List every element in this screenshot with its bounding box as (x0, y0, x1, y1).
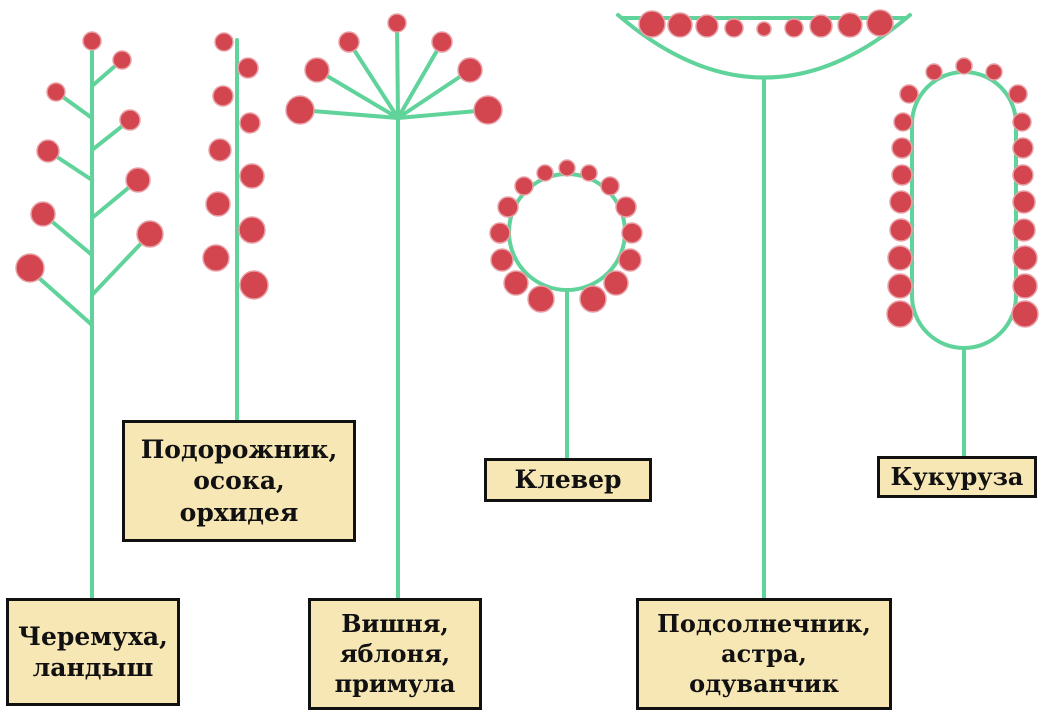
capitulum-inflorescence (616, 9, 912, 600)
umbel-label: Вишня, яблоня, примула (308, 598, 482, 710)
head-label: Клевер (484, 458, 652, 502)
spike-label: Подорожник, осока, орхидея (122, 420, 356, 542)
capitulum-label: Подсолнечник, астра, одуванчик (636, 598, 892, 710)
raceme-inflorescence (15, 31, 164, 600)
head-inflorescence (489, 159, 643, 462)
umbel-inflorescence (285, 13, 503, 600)
spadix-inflorescence (886, 57, 1039, 460)
spike-inflorescence (202, 32, 269, 422)
raceme-label: Черемуха, ландыш (6, 598, 180, 706)
spadix-label: Кукуруза (877, 456, 1037, 498)
